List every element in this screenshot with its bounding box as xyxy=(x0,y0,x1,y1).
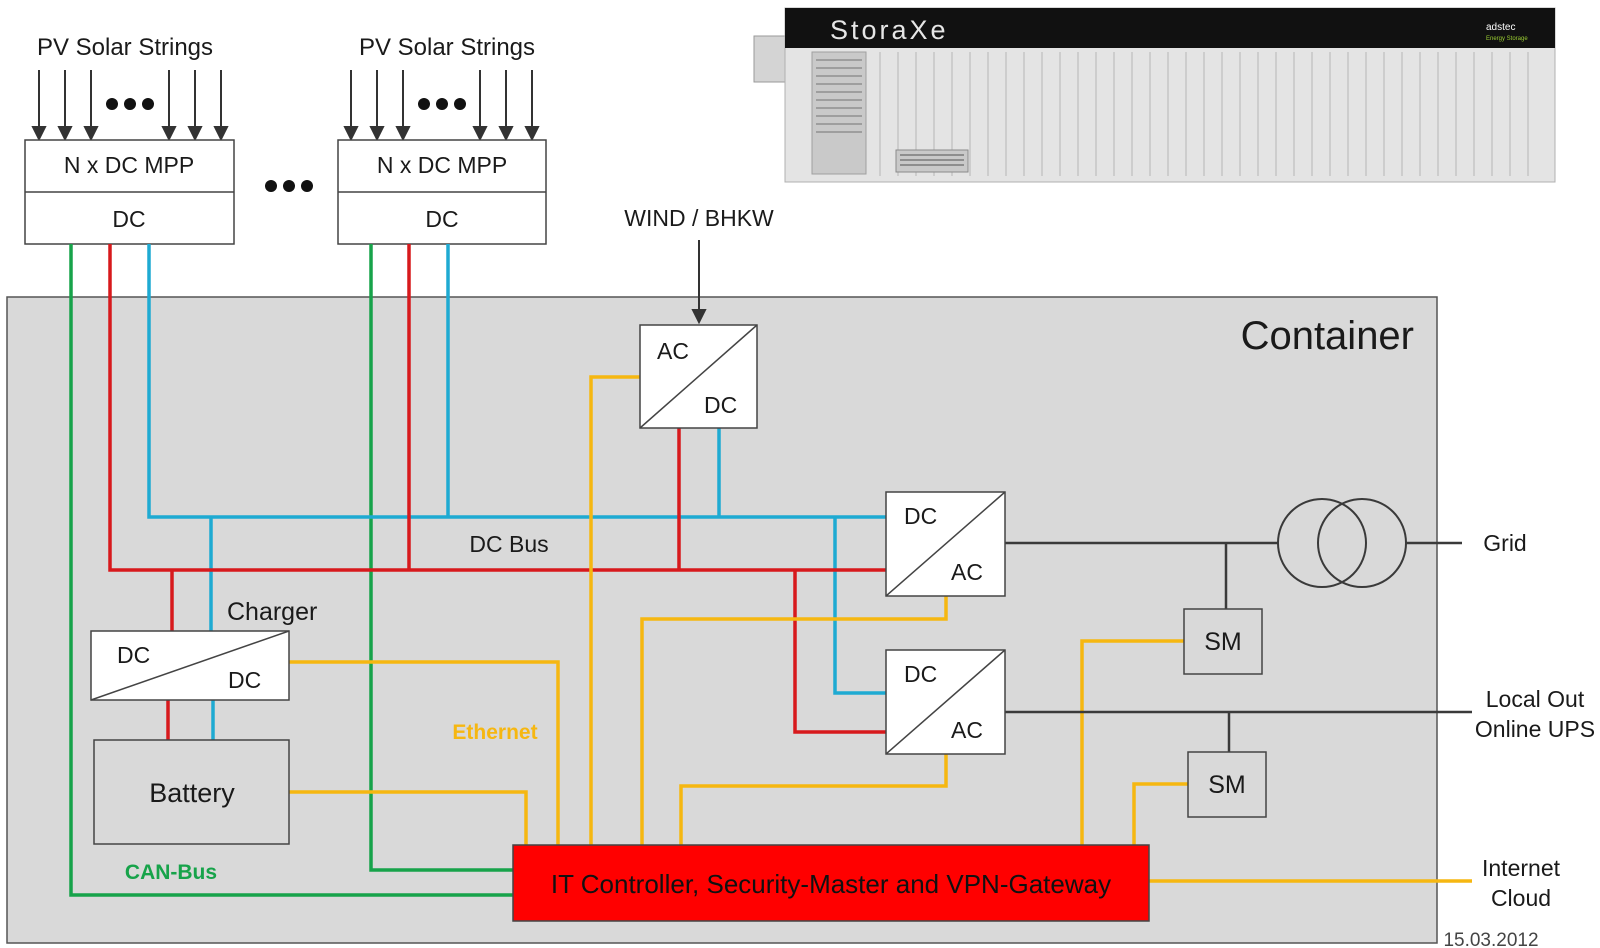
converter-bottom-label: DC xyxy=(704,392,737,418)
storaxe-brand: StoraXe xyxy=(830,15,949,45)
mpp-dc-label: DC xyxy=(112,206,145,232)
sm-label: SM xyxy=(1204,628,1242,656)
pv-group-2: PV Solar Strings N x DC MPP DC xyxy=(337,34,547,245)
ethernet-lines xyxy=(289,375,1472,883)
mpp-label: N x DC MPP xyxy=(64,152,194,178)
mpp-dc-label: DC xyxy=(425,206,458,232)
cloud-label: Cloud xyxy=(1491,885,1551,911)
charger-top-label: DC xyxy=(117,642,150,668)
pv-group-1: PV Solar Strings N x DC MPP DC xyxy=(24,34,235,245)
ac-lines xyxy=(1005,541,1472,752)
wind-ac-dc-converter: AC DC xyxy=(639,324,758,429)
charger-title: Charger xyxy=(227,598,317,626)
smart-meter-2: SM xyxy=(1187,751,1267,818)
date-label: 15.03.2012 xyxy=(1443,930,1538,948)
it-controller-box: IT Controller, Security-Master and VPN-G… xyxy=(512,844,1150,922)
pv-string-arrows xyxy=(343,70,540,142)
grid-dc-ac-inverter: DC AC xyxy=(885,491,1006,597)
dc-positive-lines xyxy=(108,244,886,740)
pv-strings-label: PV Solar Strings xyxy=(37,34,213,61)
mpp-label: N x DC MPP xyxy=(377,152,507,178)
ups-dc-ac-inverter: DC AC xyxy=(885,649,1006,755)
controller-label: IT Controller, Security-Master and VPN-G… xyxy=(551,869,1111,899)
inverter-bottom-label: AC xyxy=(951,559,983,585)
charger-dc-dc-converter: DC DC xyxy=(90,630,290,701)
ethernet-label: Ethernet xyxy=(452,721,537,744)
inverter-top-label: DC xyxy=(904,661,937,687)
inverter-bottom-label: AC xyxy=(951,717,983,743)
can-bus-lines xyxy=(69,244,513,897)
can-bus-label: CAN-Bus xyxy=(125,861,217,884)
pv-strings-label: PV Solar Strings xyxy=(359,34,535,61)
inverter-top-label: DC xyxy=(904,503,937,529)
sm-label: SM xyxy=(1208,771,1246,799)
charger-bottom-label: DC xyxy=(228,667,261,693)
battery-box: Battery xyxy=(93,739,290,845)
storaxe-maker-sub: Energy Storage xyxy=(1486,36,1528,42)
ellipsis-dots xyxy=(265,180,313,192)
container-label: Container xyxy=(1241,314,1414,358)
internet-label: Internet xyxy=(1482,855,1561,881)
online-ups-label: Online UPS xyxy=(1475,716,1595,742)
wind-bhkw-label: WIND / BHKW xyxy=(624,205,774,231)
grid-label: Grid xyxy=(1483,530,1526,556)
dc-bus-label: DC Bus xyxy=(469,531,548,557)
storaxe-container-image: StoraXe adstec Energy Storage xyxy=(753,7,1556,183)
vent-grille xyxy=(811,51,867,175)
converter-top-label: AC xyxy=(657,338,689,364)
local-out-label: Local Out xyxy=(1486,686,1585,712)
pv-string-arrows xyxy=(31,70,229,142)
battery-label: Battery xyxy=(149,778,235,808)
ellipsis-dots xyxy=(418,98,466,110)
dc-negative-lines xyxy=(147,244,886,740)
smart-meter-1: SM xyxy=(1183,608,1263,675)
storaxe-maker: adstec xyxy=(1486,22,1515,33)
ellipsis-dots xyxy=(106,98,154,110)
transformer-symbol xyxy=(1277,498,1407,588)
wind-arrow xyxy=(691,240,707,325)
